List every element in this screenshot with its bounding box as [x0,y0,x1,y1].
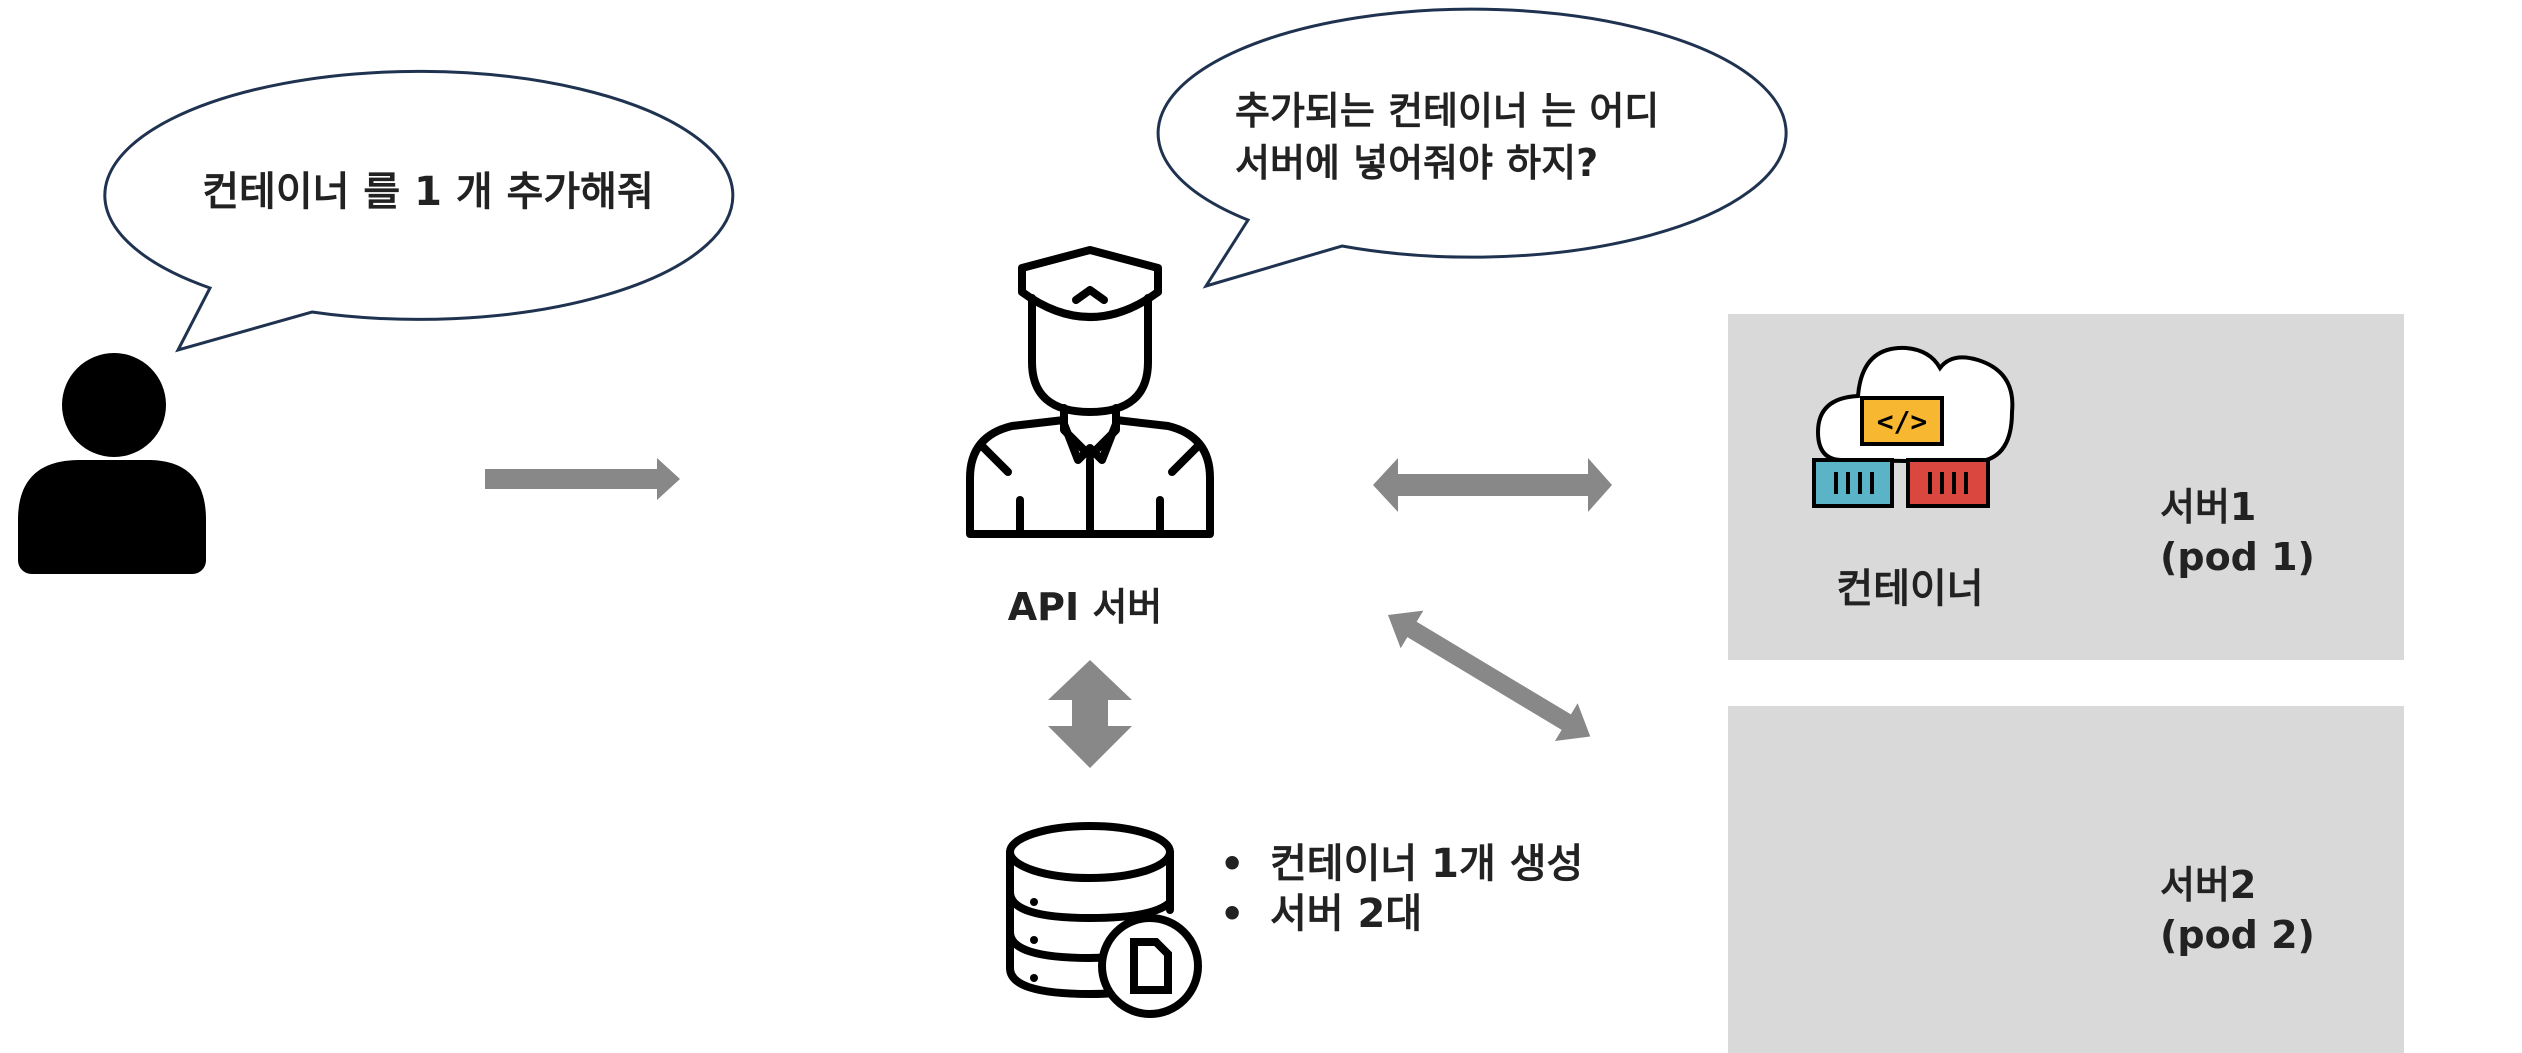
server2-name: 서버2 [2160,863,2256,907]
arrow-api-server1 [1373,458,1612,512]
cloud-container-icon: </> [1812,345,2015,508]
database-note-1: 컨테이너 1개 생성 [1270,841,1583,887]
api-speech-bubble: 추가되는 컨테이너 는 어디 서버에 넣어줘야 하지? [1156,7,1788,289]
arrow-api-server2 [1388,610,1591,741]
server1-box: </> 컨테이너 서버1 (pod 1) [1728,314,2404,660]
user-icon [18,353,206,574]
database-notes: • 컨테이너 1개 생성 • 서버 2대 [1220,841,1583,937]
police-officer-icon [966,246,1214,538]
api-bubble-line1: 추가되는 컨테이너 는 어디 [1235,89,1659,133]
server2-box: 서버2 (pod 2) [1728,706,2404,1053]
arrow-user-to-api [485,458,680,500]
code-symbol: </> [1877,405,1928,438]
bullet-icon: • [1220,842,1244,886]
database-icon [1006,822,1202,1018]
user-speech-bubble: 컨테이너 를 1 개 추가해줘 [103,69,735,353]
database-note-2: 서버 2대 [1270,891,1422,937]
server1-name: 서버1 [2160,485,2256,529]
api-server-label: API 서버 [1008,585,1163,629]
bullet-icon: • [1220,892,1244,936]
container-label: 컨테이너 [1836,566,1983,612]
user-bubble-text: 컨테이너 를 1 개 추가해줘 [202,169,654,215]
arrow-api-database [1048,660,1132,768]
server2-pod: (pod 2) [2160,913,2315,957]
api-bubble-line2: 서버에 넣어줘야 하지? [1235,141,1598,185]
server1-pod: (pod 1) [2160,535,2315,579]
